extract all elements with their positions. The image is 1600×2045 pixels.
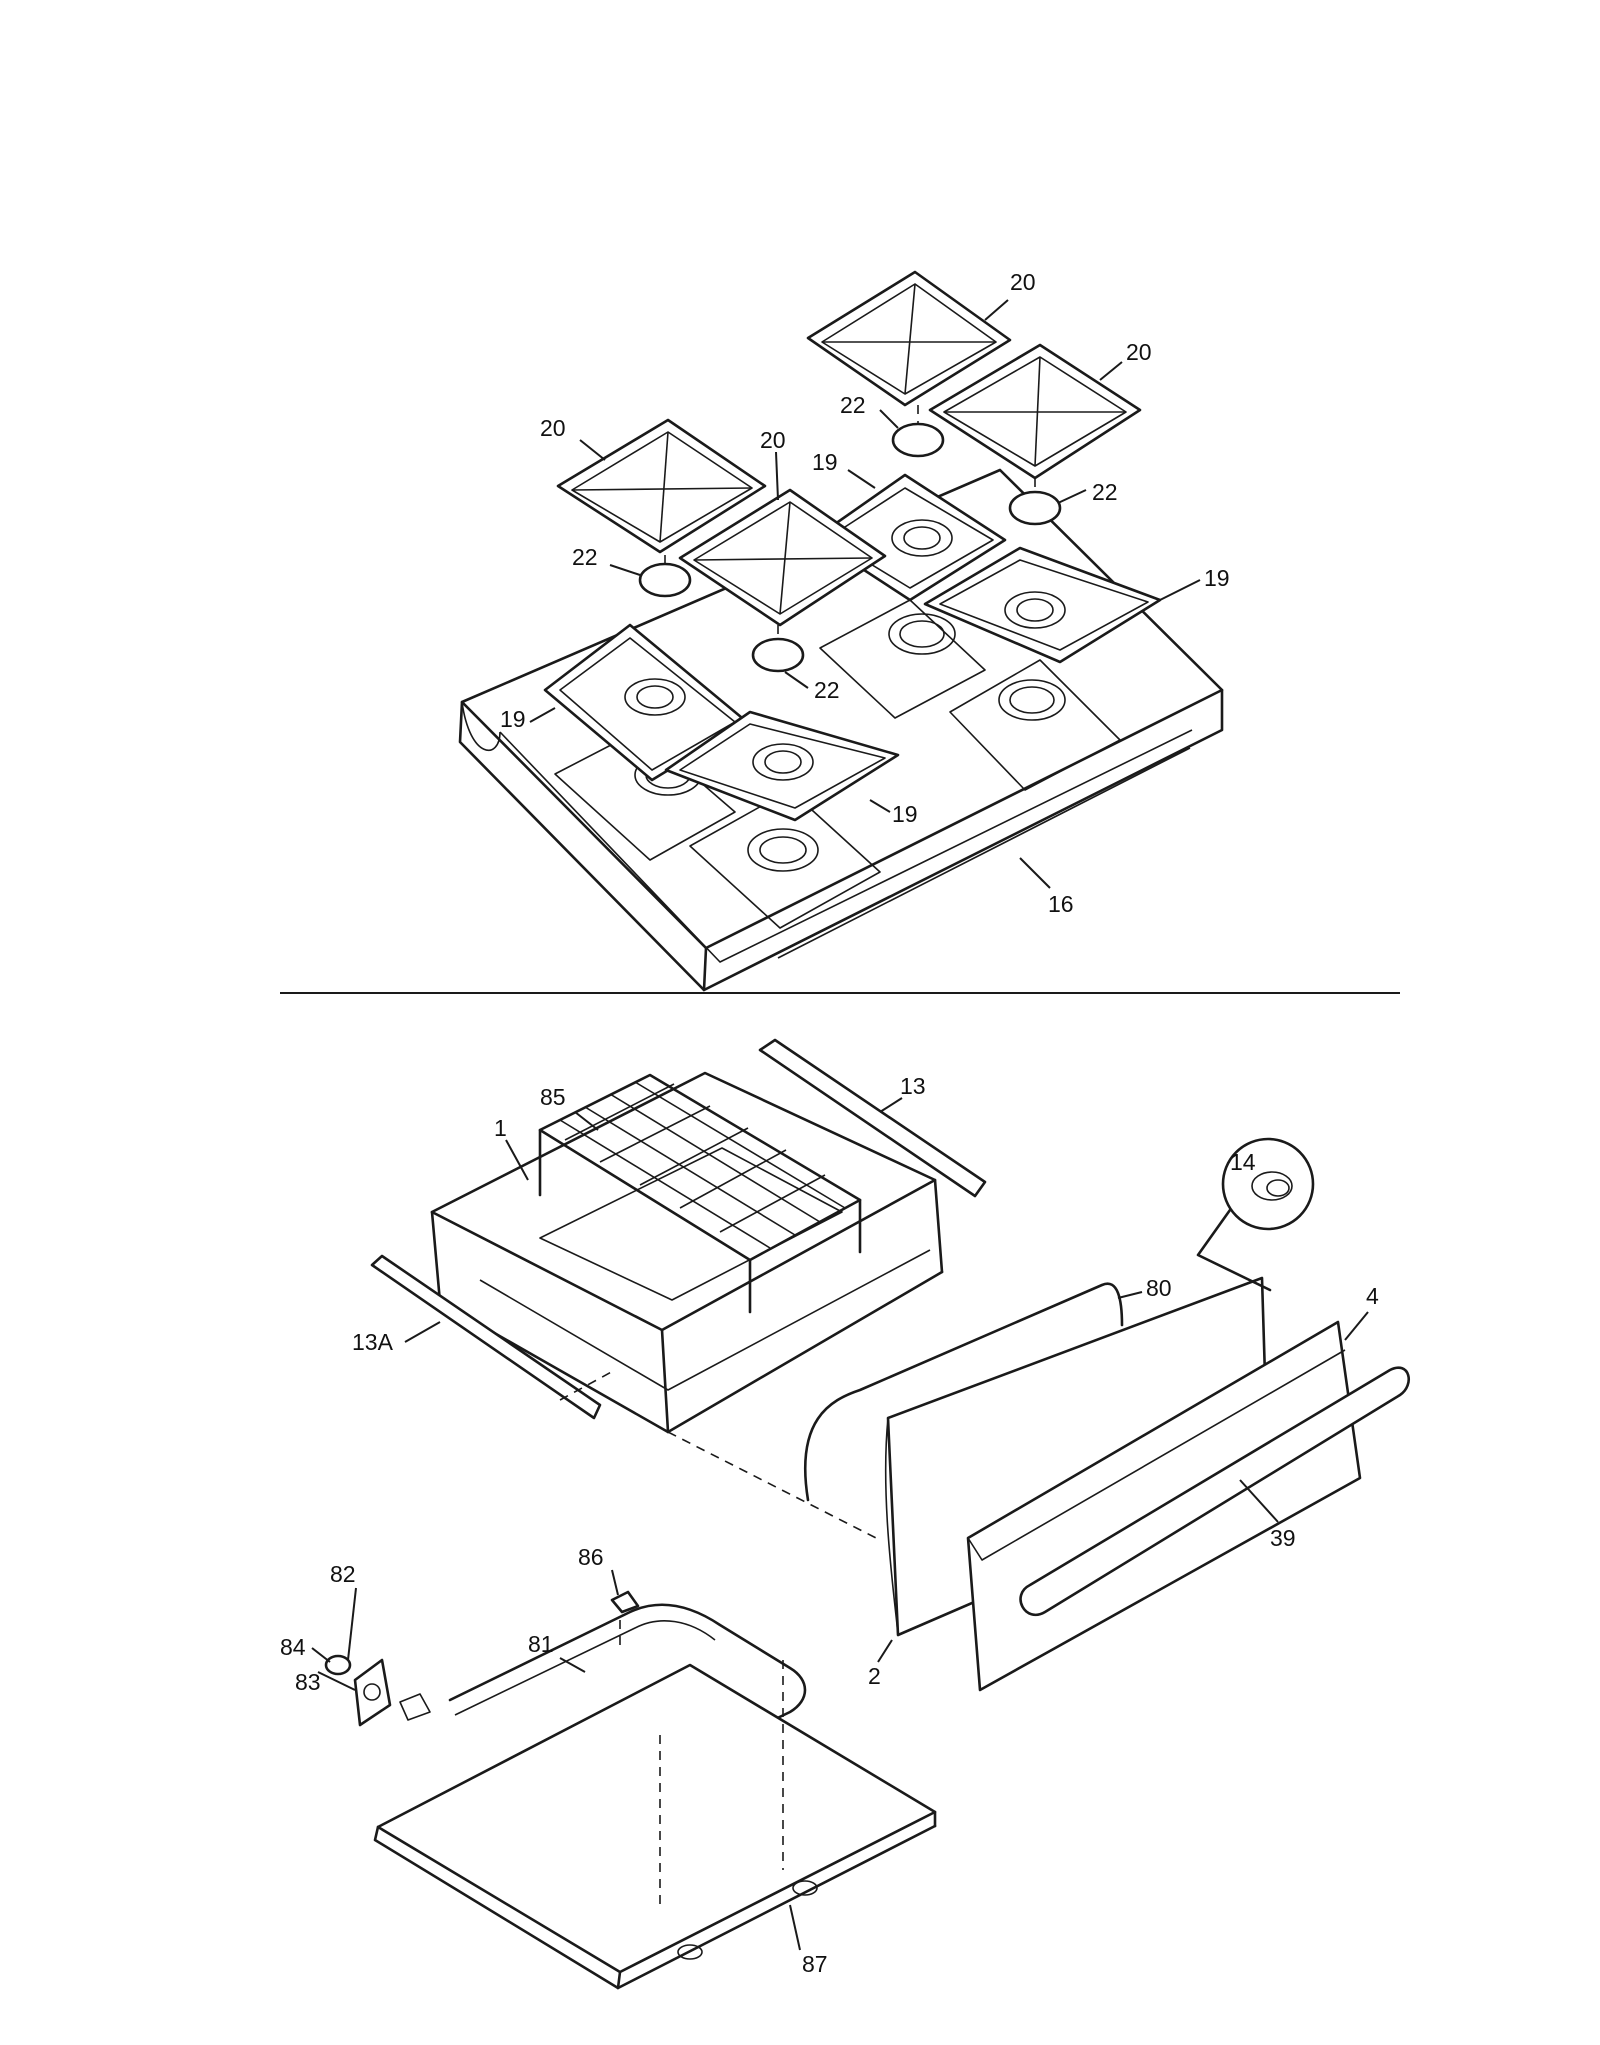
burner-cap-1	[638, 562, 692, 598]
burner-grate-left-front	[678, 488, 887, 627]
callout-19-b: 19	[1204, 565, 1230, 591]
callout-83: 83	[295, 1669, 321, 1695]
callout-22-d: 22	[814, 677, 840, 703]
side-rail-right	[758, 1038, 987, 1198]
callout-19-c: 19	[500, 706, 526, 732]
callout-16: 16	[1048, 891, 1074, 917]
oven-bottom-panel	[373, 1663, 937, 1990]
callout-22-a: 22	[840, 392, 866, 418]
callout-20-d: 20	[760, 427, 786, 453]
door-handle	[1019, 1366, 1410, 1616]
callout-86: 86	[578, 1544, 604, 1570]
callout-20-a: 20	[1010, 269, 1036, 295]
element-bracket	[353, 1658, 392, 1727]
burner-wells	[554, 599, 1121, 929]
control-knob	[1196, 1137, 1315, 1292]
callout-87: 87	[802, 1951, 828, 1977]
callout-19-a: 19	[812, 449, 838, 475]
callout-84: 84	[280, 1634, 306, 1660]
callout-22-c: 22	[572, 544, 598, 570]
callout-80: 80	[1146, 1275, 1172, 1301]
door-gasket	[803, 1282, 1124, 1502]
burner-pan-front-right	[664, 710, 900, 822]
callout-81: 81	[528, 1631, 554, 1657]
burner-cap-4	[1008, 490, 1062, 526]
burner-cap-2	[751, 637, 805, 673]
callout-13A: 13A	[352, 1329, 394, 1355]
broiler-drawer-body	[430, 1071, 944, 1434]
clip-bracket-small	[399, 1693, 431, 1721]
callout-4: 4	[1366, 1283, 1379, 1309]
burner-grate-left-back	[556, 418, 767, 554]
callout-13: 13	[900, 1073, 926, 1099]
callout-14: 14	[1230, 1149, 1256, 1175]
callout-85: 85	[540, 1084, 566, 1110]
burner-cap-3	[891, 422, 945, 458]
oven-rack	[538, 1073, 862, 1314]
side-rail-left	[370, 1254, 602, 1420]
callout-20-c: 20	[540, 415, 566, 441]
callout-22-b: 22	[1092, 479, 1118, 505]
callout-19-d: 19	[892, 801, 918, 827]
callout-2: 2	[868, 1663, 881, 1689]
callout-1: 1	[494, 1115, 507, 1141]
burner-grate-right-back	[806, 270, 1012, 407]
element-clip	[610, 1590, 640, 1614]
callout-39: 39	[1270, 1525, 1296, 1551]
burner-grate-right-front	[928, 343, 1142, 480]
bracket-screw	[324, 1654, 352, 1676]
callout-20-b: 20	[1126, 339, 1152, 365]
callout-82: 82	[330, 1561, 356, 1587]
